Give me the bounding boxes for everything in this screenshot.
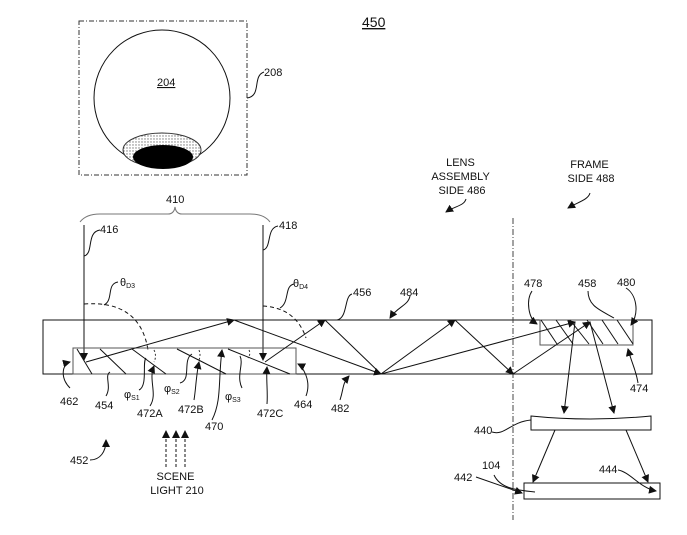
box-label: 208 xyxy=(264,67,282,79)
arrow-474 xyxy=(625,348,639,384)
label-454: 454 xyxy=(95,400,113,412)
incoupler-facets xyxy=(76,348,291,375)
arrow-470 xyxy=(211,349,226,421)
scene-light-arrows xyxy=(162,430,189,467)
arrow-478 xyxy=(528,290,538,325)
label-456: 456 xyxy=(353,287,371,299)
label-474: 474 xyxy=(630,383,648,395)
arrow-464 xyxy=(297,363,309,397)
label-442: 442 xyxy=(454,472,472,484)
lens-440 xyxy=(530,415,652,431)
leader-418 xyxy=(262,225,279,251)
leader-208 xyxy=(246,71,265,99)
arrow-484 xyxy=(389,295,411,319)
angle-d4-arc xyxy=(262,305,307,339)
label-484: 484 xyxy=(400,287,418,299)
ray-left-label: 416 xyxy=(100,224,118,236)
eye-label: 204 xyxy=(157,77,175,89)
incoupler-grating xyxy=(72,347,297,375)
lens-side-label: LENS ASSEMBLY SIDE 486 xyxy=(431,157,492,197)
angle-s2: φS2 xyxy=(164,383,180,396)
label-482: 482 xyxy=(331,403,349,415)
figure-title: 450 xyxy=(362,14,386,30)
label-462: 462 xyxy=(60,396,78,408)
leader-d4 xyxy=(279,283,295,309)
brace-410 xyxy=(79,206,271,223)
leader-456 xyxy=(336,293,353,321)
region-label: 410 xyxy=(166,194,184,206)
label-470: 470 xyxy=(205,421,223,433)
angle-d4: θD4 xyxy=(293,278,308,291)
arrow-462 xyxy=(62,359,71,389)
leader-416 xyxy=(83,229,101,257)
ray-right-label: 418 xyxy=(279,220,297,232)
scene-light-label: SCENE LIGHT 210 xyxy=(150,471,204,497)
leader-s2 xyxy=(179,353,193,384)
outcoupled-rays xyxy=(532,321,649,483)
arrow-486 xyxy=(445,198,467,213)
label-472A: 472A xyxy=(137,408,163,420)
leader-440 xyxy=(491,419,532,434)
leader-104 xyxy=(493,474,536,493)
arrow-472A xyxy=(147,365,155,407)
outcoupler-grating xyxy=(539,319,634,346)
label-440: 440 xyxy=(474,425,492,437)
arrow-444 xyxy=(617,469,657,494)
outcoupler-facets xyxy=(540,319,634,345)
frame-side-label: FRAME SIDE 488 xyxy=(567,159,614,185)
angle-s3: φS3 xyxy=(225,391,241,404)
label-472B: 472B xyxy=(178,404,204,416)
leader-454 xyxy=(105,371,111,397)
angle-d3: θD3 xyxy=(120,277,135,290)
tir-rays xyxy=(85,318,591,376)
leader-458 xyxy=(587,290,615,319)
arrow-482 xyxy=(339,375,350,401)
arrow-442 xyxy=(475,476,523,495)
lightguide-plate xyxy=(42,319,653,375)
arrow-480 xyxy=(625,287,639,326)
leader-d3 xyxy=(103,281,119,306)
label-452: 452 xyxy=(70,455,88,467)
sensor-104 xyxy=(523,482,661,500)
label-478: 478 xyxy=(524,278,542,290)
arrow-472C xyxy=(262,366,271,405)
facet-angle-arcs xyxy=(153,349,251,363)
leader-s3 xyxy=(239,355,243,389)
arrow-452 xyxy=(89,439,110,461)
pupil xyxy=(133,145,193,169)
label-472C: 472C xyxy=(257,408,283,420)
label-464: 464 xyxy=(294,399,312,411)
arrow-488 xyxy=(567,192,591,209)
label-458: 458 xyxy=(578,278,596,290)
leader-s1 xyxy=(138,357,147,391)
label-480: 480 xyxy=(617,277,635,289)
label-444: 444 xyxy=(599,464,617,476)
label-104: 104 xyxy=(482,460,500,472)
arrow-472B xyxy=(193,361,202,401)
angle-s1: φS1 xyxy=(124,389,140,402)
angle-d3-arc xyxy=(83,303,149,351)
